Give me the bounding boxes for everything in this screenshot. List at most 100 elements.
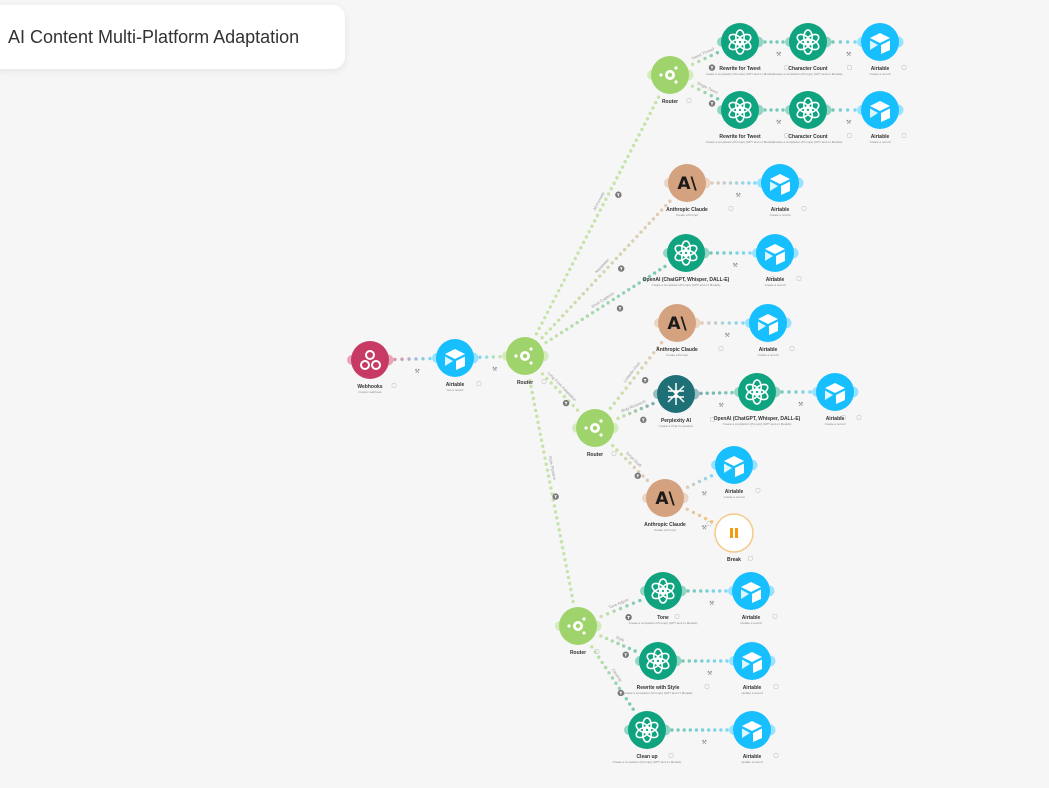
badge-icon[interactable]	[748, 556, 753, 561]
wrench-icon[interactable]: ⚒	[719, 402, 725, 409]
wrench-icon[interactable]: ⚒	[733, 262, 739, 269]
wrench-icon[interactable]: ⚒	[776, 119, 782, 126]
route-label[interactable]: Blog Research	[620, 399, 646, 414]
module-router-mid[interactable]: Router	[572, 409, 619, 458]
badge-icon[interactable]	[901, 133, 907, 138]
filter-icon[interactable]	[615, 191, 622, 198]
badge-icon[interactable]	[704, 684, 710, 689]
route-label[interactable]: All Formats	[592, 191, 606, 211]
module-break[interactable]: Break	[714, 513, 754, 563]
badge-icon[interactable]	[476, 381, 482, 386]
route-router-bot-tone[interactable]	[599, 598, 642, 619]
badge-icon[interactable]	[728, 206, 734, 211]
route-router-mid-claude2[interactable]	[608, 341, 664, 410]
route-label[interactable]: Tone Adjust	[608, 597, 630, 610]
connection-claude1-at-c1[interactable]	[710, 181, 757, 185]
badge-icon[interactable]	[773, 753, 779, 758]
wrench-icon[interactable]: ⚒	[846, 51, 852, 58]
route-router-bot-cleanup[interactable]	[590, 645, 635, 711]
route-router-mid-claude3[interactable]	[610, 443, 650, 483]
module-router-main[interactable]: Router	[502, 337, 549, 386]
connection-cc1-at-t1[interactable]	[831, 40, 857, 44]
badge-icon[interactable]	[901, 65, 907, 70]
badge-icon[interactable]	[674, 614, 680, 619]
wrench-icon[interactable]: ⚒	[798, 401, 804, 408]
connection-tweet2-cc2[interactable]	[763, 108, 785, 112]
filter-icon[interactable]	[641, 377, 649, 384]
badge-icon[interactable]	[770, 276, 775, 281]
badge-icon[interactable]	[391, 383, 397, 388]
badge-icon[interactable]	[773, 684, 779, 689]
wrench-icon[interactable]: ⚒	[415, 368, 421, 375]
route-label[interactable]: Style	[615, 634, 626, 642]
badge-icon[interactable]	[710, 417, 715, 422]
filter-icon[interactable]	[634, 472, 641, 479]
badge-icon[interactable]	[668, 753, 674, 758]
badge-icon[interactable]	[784, 133, 789, 138]
connection-tone-at-b1[interactable]	[686, 589, 728, 593]
filter-icon[interactable]	[625, 614, 632, 621]
filter-icon[interactable]	[617, 689, 625, 697]
connection-tweet1-cc1[interactable]	[763, 40, 785, 44]
connection-claude3-at-c3[interactable]	[685, 474, 714, 489]
badge-icon[interactable]	[594, 649, 600, 654]
badge-icon[interactable]	[847, 133, 852, 138]
route-router-mid-perplexity[interactable]	[616, 401, 655, 421]
module-openai2[interactable]: OpenAI (ChatGPT, Whisper, DALL-E)Create …	[714, 373, 846, 426]
badge-icon[interactable]	[784, 65, 789, 70]
filter-icon[interactable]	[622, 651, 629, 658]
filter-icon[interactable]	[616, 305, 624, 312]
filter-icon[interactable]	[552, 493, 559, 500]
route-label[interactable]: Single Tweet	[696, 80, 719, 95]
badge-icon[interactable]	[686, 98, 692, 103]
route-label[interactable]: Newsletter	[594, 257, 611, 275]
route-router-top-tweet1[interactable]	[690, 50, 720, 67]
connection-cc2-at-t2[interactable]	[831, 108, 857, 112]
badge-icon[interactable]	[611, 451, 617, 456]
filter-icon[interactable]	[618, 265, 625, 272]
wrench-icon[interactable]: ⚒	[707, 670, 713, 677]
connection-cleanup-at-b3[interactable]	[670, 728, 729, 732]
badge-icon[interactable]	[789, 346, 795, 351]
badge-icon[interactable]	[801, 206, 807, 211]
module-router-bot[interactable]: Router	[555, 607, 602, 656]
filter-icon[interactable]	[562, 399, 570, 407]
wrench-icon[interactable]: ⚒	[846, 119, 852, 126]
badge-icon[interactable]	[841, 415, 846, 420]
connection-claude2-at-c2[interactable]	[700, 321, 745, 325]
wrench-icon[interactable]: ⚒	[702, 739, 708, 746]
wrench-icon[interactable]: ⚒	[776, 51, 782, 58]
route-label[interactable]: Style Pipeline	[548, 455, 558, 481]
route-router-main-router-top[interactable]	[534, 95, 661, 336]
wrench-icon[interactable]: ⚒	[702, 491, 708, 498]
connection-airtable-main-router-main[interactable]	[478, 355, 502, 359]
route-router-main-openai1[interactable]	[544, 264, 667, 345]
route-router-main-router-bot[interactable]	[528, 378, 575, 604]
module-openai1[interactable]: OpenAI (ChatGPT, Whisper, DALL-E)Create …	[643, 234, 775, 287]
badge-icon[interactable]	[796, 276, 802, 281]
scenario-title-card[interactable]: AI Content Multi-Platform Adaptation	[0, 5, 345, 69]
badge-icon[interactable]	[718, 346, 724, 351]
connection-perplexity-openai2[interactable]	[699, 390, 734, 396]
route-router-main-router-mid[interactable]	[540, 372, 580, 412]
wrench-icon[interactable]: ⚒	[702, 525, 708, 532]
